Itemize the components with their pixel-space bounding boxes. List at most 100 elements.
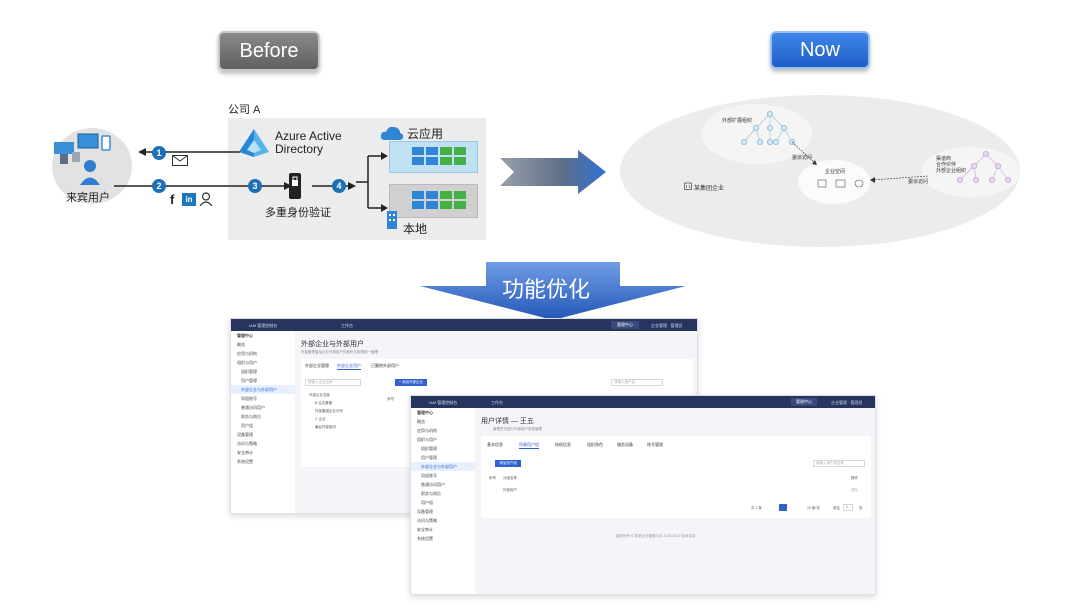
column-header-index: 序号: [387, 397, 394, 401]
sidebar-item-external[interactable]: 外部企业与外部用户: [411, 462, 475, 471]
guest-devices-icon: [54, 133, 111, 185]
add-user-group-button[interactable]: 添加用户组: [495, 460, 521, 467]
linkedin-icon: in: [182, 193, 196, 206]
sidebar: 管理中心 概览 应用与机构 组织与用户 组织管理 用户管理 外部企业与外部用户 …: [231, 331, 295, 513]
group-enterprise-label: 某集团企业: [694, 186, 725, 192]
azure-ad-label-line2: Directory: [275, 142, 324, 156]
admin-screenshot-user-detail: IAM 管理控制台 工作台 管理中心 企业管理 · 管理员 管理中心 概览 应用…: [410, 395, 876, 595]
tree-item[interactable]: 外部集团企业分布: [315, 409, 343, 413]
tab-authorization[interactable]: 授权信息: [555, 442, 571, 447]
cloud-app-box: [389, 141, 478, 173]
sidebar-item-settings[interactable]: 系统设置: [417, 536, 433, 541]
external-org-label: 外部扩展组织: [722, 118, 753, 124]
partner-tree-node: [971, 163, 977, 169]
branch-arrows: [356, 152, 388, 212]
sidebar-item-overview[interactable]: 概览: [237, 342, 245, 347]
partner-tree-node: [973, 177, 979, 183]
sidebar-item-policies[interactable]: 访问与策略: [417, 518, 437, 523]
sidebar-item-positions[interactable]: 职务与岗位: [241, 414, 261, 419]
sidebar-item-org-mgmt[interactable]: 组织管理: [421, 446, 437, 451]
tab-external-users[interactable]: 外部企业用户: [337, 363, 361, 370]
tree-node: [767, 125, 773, 131]
admin-center-button[interactable]: 管理中心: [611, 321, 639, 329]
tab-external-enterprise[interactable]: 外部企业管理: [305, 363, 329, 368]
external-org-blob: [702, 104, 812, 164]
partner-tree-node: [983, 151, 989, 157]
feature-optimization-label: 功能优化: [502, 277, 591, 302]
tree-item[interactable]: B 企业集团: [315, 401, 333, 405]
delegation-arrows: [791, 141, 929, 183]
sidebar-item-apps[interactable]: 应用与机构: [417, 428, 437, 433]
sidebar-item-devices[interactable]: 设备管理: [417, 509, 433, 514]
sidebar-item-overview[interactable]: 概览: [417, 419, 425, 424]
sidebar-item-audit[interactable]: 安全审计: [237, 450, 253, 455]
cloud-icon: [380, 126, 404, 140]
add-enterprise-button[interactable]: + 添加外部企业: [395, 379, 427, 386]
sidebar-item-devices[interactable]: 设备管理: [237, 432, 253, 437]
pagination-jump-input[interactable]: 1: [843, 504, 853, 511]
workbench-search[interactable]: 工作台: [491, 400, 503, 405]
user-menu[interactable]: 企业管理 · 管理员: [651, 323, 683, 328]
enterprise-search-input[interactable]: 请输入企业名称: [305, 379, 361, 386]
sidebar-title: 管理中心: [417, 410, 433, 415]
cloud-app-tiles-blue: [412, 147, 438, 165]
sidebar-item-org-users[interactable]: 组织与用户: [417, 437, 437, 442]
app-name: IAM 管理控制台: [249, 323, 278, 328]
sidebar-item-visitors[interactable]: 普通访问用户: [241, 405, 265, 410]
sidebar-item-audit[interactable]: 安全审计: [417, 527, 433, 532]
sidebar-item-accounts[interactable]: 同组账号: [421, 473, 437, 478]
group-building-icon: [684, 182, 692, 190]
sidebar-item-policies[interactable]: 访问与策略: [237, 441, 257, 446]
pagination-page-size[interactable]: 10 条/页: [807, 506, 820, 510]
person-icon: [199, 192, 213, 206]
table-row-group-name: 外部用户: [503, 488, 517, 492]
sidebar-item-org-mgmt[interactable]: 组织管理: [241, 369, 257, 374]
partner-tree-node: [995, 163, 1001, 169]
facebook-icon: f: [170, 192, 175, 207]
tree-item[interactable]: 外部企业总部: [309, 393, 330, 397]
table-row-delete-link[interactable]: 删除: [851, 488, 858, 492]
user-group-search-input[interactable]: 请输入用户组名称: [813, 460, 865, 467]
column-header-actions: 操作: [851, 476, 858, 480]
tab-org-roles[interactable]: 组织角色: [587, 442, 603, 447]
step-2-badge: 2: [152, 179, 166, 193]
tab-account[interactable]: 账号管理: [647, 442, 663, 447]
sidebar-item-apps[interactable]: 应用与机构: [237, 351, 257, 356]
sidebar-item-settings[interactable]: 系统设置: [237, 459, 253, 464]
sidebar: 管理中心 概览 应用与机构 组织与用户 组织管理 用户管理 外部企业与外部用户 …: [411, 408, 475, 594]
page-subtitle: 外部管理者及企业外部用户的身份与权限统一管理: [301, 350, 378, 354]
pagination-current-page[interactable]: [779, 504, 787, 511]
sidebar-item-org-users[interactable]: 组织与用户: [237, 360, 257, 365]
delegation-label-left: 委派访问: [792, 155, 813, 161]
partner-tree-node: [1005, 177, 1011, 183]
sidebar-item-user-mgmt[interactable]: 用户管理: [421, 455, 437, 460]
pagination-total: 共 1 条: [751, 506, 762, 510]
partner-blob: [922, 147, 1020, 197]
sidebar-item-external[interactable]: 外部企业与外部用户: [231, 385, 295, 394]
cloud-app-label: 云应用: [407, 127, 444, 141]
content-card: 基本信息 所属用户组 授权信息 组织角色 服务设备 账号管理 添加用户组 请输入…: [481, 436, 871, 518]
tree-node: [767, 139, 773, 145]
footer-copyright: 版权所有 © 某某企业管理平台 2018-2024 技术支持: [616, 534, 696, 538]
user-search-input[interactable]: 请输入用户名: [611, 379, 663, 386]
transition-arrow-right: [500, 150, 606, 194]
page-subtitle: 管理员可进行外部用户信息管理: [493, 427, 542, 431]
mfa-phone-icon: [289, 173, 301, 199]
tree-item[interactable]: C 企业: [315, 417, 326, 421]
partner-label-3: 外部企业组织: [936, 168, 967, 174]
tab-user-groups[interactable]: 所属用户组: [519, 442, 539, 449]
workbench-search[interactable]: 工作台: [341, 323, 353, 328]
tab-basic-info[interactable]: 基本信息: [487, 442, 503, 447]
user-menu[interactable]: 企业管理 · 管理员: [831, 400, 863, 405]
tab-devices[interactable]: 服务设备: [617, 442, 633, 447]
sidebar-item-visitors[interactable]: 普通访问用户: [421, 482, 445, 487]
tree-item[interactable]: 最后外部组织: [315, 425, 336, 429]
sidebar-item-accounts[interactable]: 同组账号: [241, 396, 257, 401]
sidebar-item-positions[interactable]: 职务与岗位: [421, 491, 441, 496]
sidebar-item-user-mgmt[interactable]: 用户管理: [241, 378, 257, 383]
column-header-index: 序号: [489, 476, 496, 480]
sidebar-item-groups[interactable]: 用户组: [241, 423, 253, 428]
admin-center-button[interactable]: 管理中心: [791, 398, 817, 406]
sidebar-item-groups[interactable]: 用户组: [421, 500, 433, 505]
tab-deleted-users[interactable]: 已删除外部用户: [371, 363, 399, 368]
